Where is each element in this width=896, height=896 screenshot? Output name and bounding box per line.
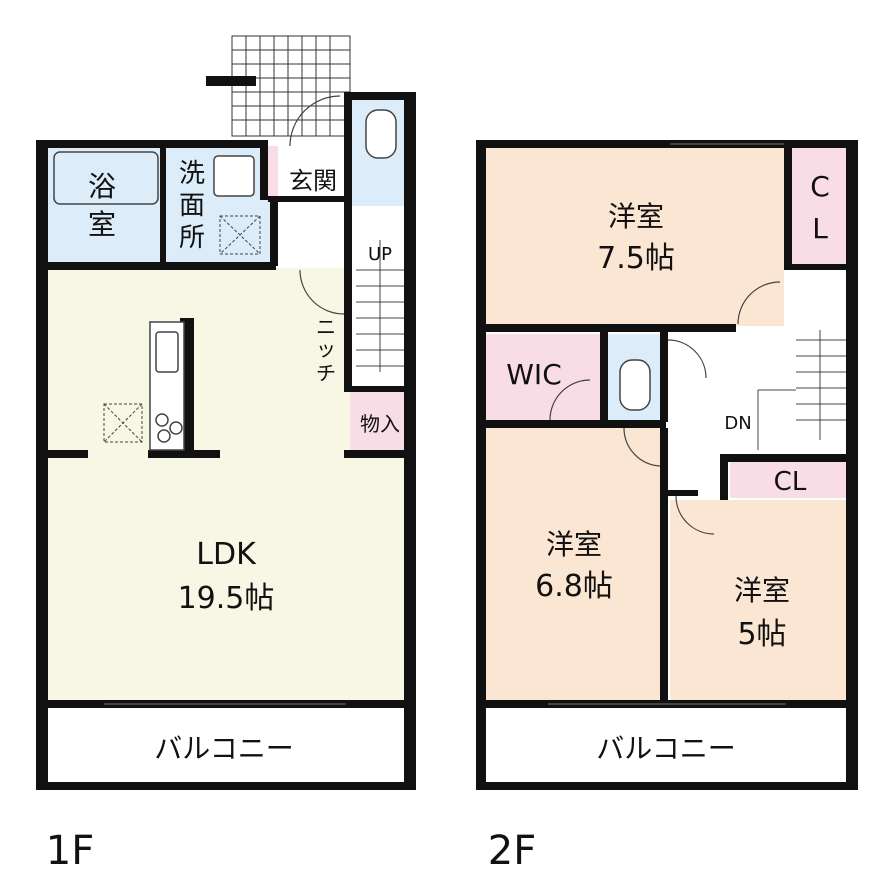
walls-2f	[476, 140, 858, 790]
room1-name-label: 洋室	[608, 200, 664, 233]
dn-label: DN	[724, 413, 751, 434]
toilet-bowl-1f	[365, 109, 397, 159]
entry-door-swing	[289, 95, 341, 147]
niche-label: チ	[316, 361, 336, 385]
floor-label-1f: 1F	[46, 828, 94, 874]
ldk-size-label: 19.5帖	[178, 581, 275, 616]
bathtub-1f	[53, 151, 159, 205]
washer-space	[219, 215, 261, 255]
room2-size-label: 6.8帖	[535, 569, 613, 604]
floor-2: 洋室 7.5帖 C L WIC DN CL 洋室 6.8帖 洋室 5帖 バルコニ…	[476, 140, 858, 874]
stair-hall-1f	[276, 204, 348, 260]
ldk-name-label: LDK	[196, 537, 257, 572]
niche-label: ニ	[316, 315, 336, 339]
floor-label-2f: 2F	[488, 828, 536, 874]
closet1-label: L	[812, 212, 828, 245]
washbasin	[213, 155, 255, 197]
stove-burner	[169, 421, 183, 435]
walls-1f	[36, 92, 416, 790]
balcony-1f	[42, 708, 410, 786]
entrance-label: 玄関	[289, 167, 337, 195]
closet1-label: C	[810, 170, 830, 203]
entry-porch-grid	[231, 35, 351, 137]
stair-treads-1f	[356, 240, 404, 372]
storage-room-1f	[350, 392, 406, 450]
stairs-1f	[350, 206, 406, 386]
stove-burner	[157, 429, 171, 443]
washroom-label: 洗	[179, 159, 205, 189]
bedroom-6-8	[484, 428, 664, 704]
bedroom2-door-swing	[623, 427, 661, 467]
ldk-door-swing	[299, 269, 345, 315]
bath-room	[42, 146, 162, 264]
fridge-space	[103, 403, 143, 443]
wic-room	[484, 334, 600, 420]
balcony-label-2f: バルコニー	[596, 732, 735, 765]
washroom-label: 所	[179, 223, 205, 253]
closet2-label: CL	[774, 467, 807, 497]
balcony-label-1f: バルコニー	[154, 732, 293, 765]
washroom-label: 面	[179, 191, 205, 221]
room3-name-label: 洋室	[734, 574, 790, 607]
bath-label: 室	[88, 208, 116, 241]
kitchen-sink	[155, 331, 179, 373]
windows-2f	[548, 143, 786, 705]
stove-burner	[155, 413, 169, 427]
up-label: UP	[368, 244, 392, 265]
bedroom3-door-swing	[675, 495, 715, 535]
wic-door-swing	[549, 379, 591, 421]
stair-treads-2f	[757, 330, 846, 450]
entrance-room	[278, 146, 344, 198]
bath-label: 浴	[88, 170, 116, 203]
toilet2-door-swing	[667, 339, 707, 379]
bedroom-5	[670, 500, 846, 704]
niche-label: ッ	[316, 337, 336, 361]
balcony-2f	[484, 708, 846, 786]
room1-size-label: 7.5帖	[597, 241, 675, 276]
floor-1: 浴 室 洗 面 所 玄関 UP ニ ッ チ 物入 LDK 19.5帖 バルコニー…	[36, 35, 416, 874]
closet-right	[790, 146, 846, 264]
room3-size-label: 5帖	[737, 617, 786, 652]
bedroom1-door-swing	[737, 281, 781, 325]
bedroom-7-5	[484, 146, 784, 326]
storage-label-1f: 物入	[360, 412, 400, 436]
room2-name-label: 洋室	[546, 528, 602, 561]
closet-cl	[730, 460, 846, 498]
wic-label: WIC	[506, 358, 562, 391]
porch-wall	[206, 76, 256, 86]
toilet-bowl-2f	[619, 359, 651, 411]
